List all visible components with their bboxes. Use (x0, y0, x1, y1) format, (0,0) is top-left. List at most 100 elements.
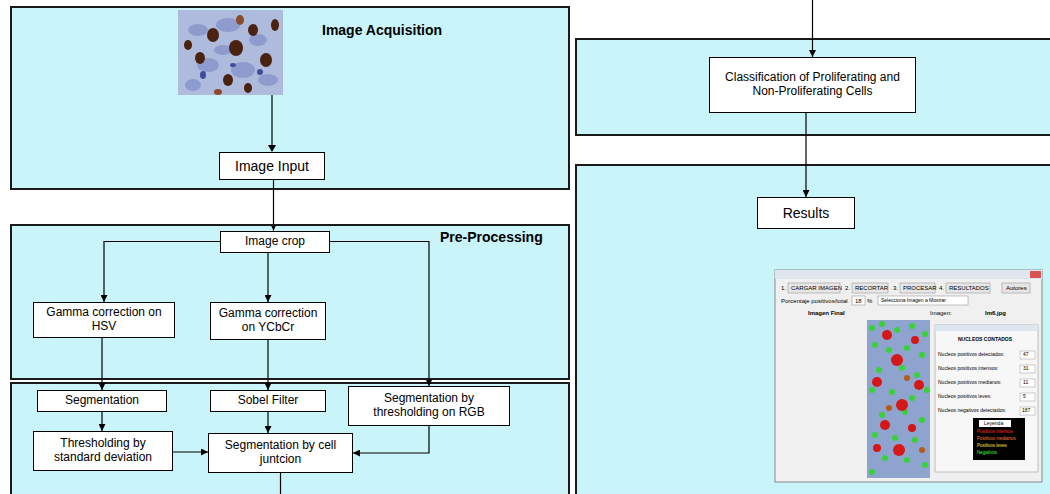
band (576, 165, 1050, 494)
decor-shape (876, 367, 882, 373)
screenshot-text: 4. (939, 285, 944, 291)
screenshot-text: 11 (1023, 380, 1028, 385)
box-label: Sobel Filter (238, 394, 299, 408)
screenshot-text: 1. (781, 285, 786, 291)
screenshot-text: Imagen: (930, 310, 952, 316)
flow-arrow (267, 253, 268, 303)
decor-shape (260, 53, 272, 67)
decor-shape (891, 354, 903, 366)
decor-shape (879, 321, 885, 327)
decor-shape (775, 270, 1042, 279)
screenshot-text: 187 (1022, 408, 1030, 413)
box-label: Segmentation (65, 394, 139, 408)
input-arrow (271, 95, 272, 146)
decor-shape (869, 325, 875, 331)
box-label: Thresholding by standard deviation (38, 437, 168, 465)
stage-band: Pre-Processing Image cropGamma correction… (10, 224, 570, 380)
decor-shape (852, 283, 888, 293)
box-label: Segmentation by thresholding on RGB (353, 392, 505, 420)
decor-shape (873, 444, 881, 452)
decor-shape (919, 352, 925, 358)
screenshot-text: 47 (1023, 352, 1029, 357)
decor-shape (244, 83, 252, 93)
decor-shape (892, 435, 898, 441)
decor-shape (878, 296, 968, 305)
band-title: Pre-Processing (440, 229, 543, 245)
screenshot-text: 18 (855, 298, 862, 304)
decor-shape (886, 405, 892, 411)
decor-shape (195, 52, 205, 64)
decor-shape (894, 327, 900, 333)
decor-shape (869, 469, 875, 475)
screenshot-text: Positivos medianos (977, 437, 1016, 442)
decor-shape (904, 375, 910, 381)
screenshot-text: RESULTADOS (949, 285, 989, 291)
decor-shape (919, 447, 925, 453)
process-box: Image crop (220, 231, 330, 253)
decor-shape (214, 89, 222, 95)
decor-shape (904, 345, 910, 351)
decor-shape (207, 28, 219, 42)
box-label: Image crop (245, 235, 305, 249)
decor-shape (882, 455, 888, 461)
process-box: Gamma correction on YCbCr (210, 302, 326, 340)
decor-shape (922, 462, 928, 468)
band-fill (11, 7, 569, 189)
decor-shape (872, 377, 882, 387)
decor-shape (908, 424, 916, 432)
band-title: Image Acquisition (322, 22, 442, 38)
decor-shape (185, 79, 201, 91)
decor-shape (912, 437, 918, 443)
screenshot-text: 31 (1023, 366, 1029, 371)
decor-shape (904, 457, 910, 463)
flow-arrow (173, 451, 208, 452)
decor-shape (879, 412, 885, 418)
process-box: Classification of Proliferating and Non-… (709, 57, 916, 113)
screenshot-text: PROCESAR (903, 285, 937, 291)
screenshot-text: 3. (893, 285, 898, 291)
flow-arrow (267, 412, 268, 433)
decor-shape (229, 40, 243, 56)
process-box: Results (757, 197, 855, 229)
decor-shape (258, 74, 278, 86)
screenshot-text: Nucleos positivos intensos: (938, 366, 998, 371)
decor-shape (188, 24, 208, 36)
box-label: Results (783, 205, 830, 221)
decor-shape (872, 342, 878, 348)
flow-arrow (101, 338, 102, 390)
decor-shape (893, 444, 905, 456)
screenshot-text: 2. (845, 285, 850, 291)
screenshot-text: Autores (1006, 285, 1027, 291)
decor-shape (973, 418, 1025, 460)
screenshot-text: Nucleos negativos detectados: (938, 408, 1006, 413)
box-label: Classification of Proliferating and Non-… (714, 71, 911, 99)
decor-shape (922, 331, 928, 337)
screenshot-text: Positivos leves (977, 444, 1007, 449)
screenshot-text: Selecciona Imagen a Mostrar (881, 298, 946, 303)
process-box: Segmentation (37, 390, 167, 412)
screenshot-text: Positivos intensos (977, 430, 1013, 435)
box-label: Segmentation by cell juntcion (213, 439, 348, 467)
decor-shape (911, 336, 919, 344)
decor-shape (935, 325, 1038, 331)
decor-shape (184, 40, 192, 50)
decor-shape (979, 420, 1011, 427)
decor-shape (1020, 393, 1035, 401)
decor-shape (257, 69, 263, 75)
screenshot-text: Nucleos positivos leves: (938, 394, 991, 399)
screenshot-text: RECORTAR (855, 285, 888, 291)
decor-shape (869, 387, 875, 393)
decor-shape (1020, 365, 1035, 373)
band-fill (11, 225, 569, 379)
decor-shape (867, 320, 930, 478)
screenshot-text: CARGAR IMAGEN (791, 285, 842, 291)
screenshot-text: Negativos (977, 451, 997, 456)
screenshot-text: % (867, 298, 872, 304)
decor-shape (178, 10, 283, 95)
screenshot-text: Nucleos positivos detectados: (938, 352, 1004, 357)
decor-shape (924, 387, 930, 393)
process-box: Segmentation by cell juntcion (208, 433, 353, 473)
decor-shape (882, 330, 892, 340)
decor-shape (852, 296, 865, 305)
